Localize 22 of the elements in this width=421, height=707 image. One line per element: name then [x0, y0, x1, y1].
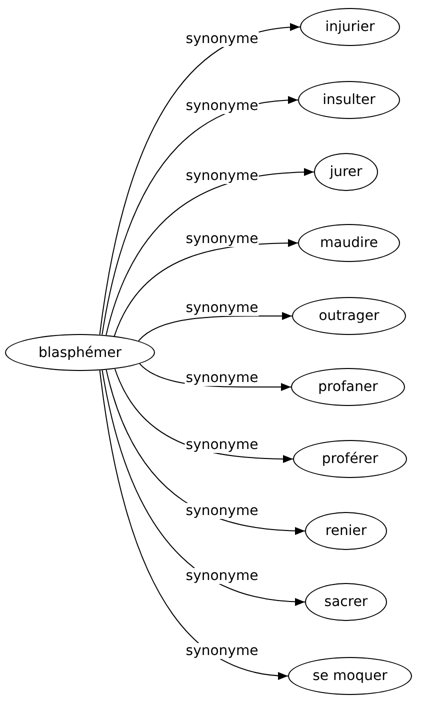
ellipse-node: profaner: [291, 368, 405, 406]
ellipse-node: outrager: [292, 297, 406, 335]
arrow: [102, 96, 298, 336]
ellipse-node: proférer: [293, 440, 407, 478]
ellipse-node: jurer: [314, 153, 378, 191]
edge-label: synonyme: [184, 568, 260, 584]
edge-label: synonyme: [184, 502, 260, 519]
edge-label: synonyme: [184, 30, 260, 47]
arrow: [99, 370, 288, 680]
arrow: [99, 24, 300, 336]
arrow: [106, 168, 314, 336]
ellipse-node: renier: [305, 512, 387, 550]
ellipse-node: sacrer: [305, 583, 387, 621]
ellipse-node: injurier: [300, 8, 400, 46]
arrow: [138, 312, 292, 342]
edge-label: synonyme: [184, 642, 260, 659]
arrow: [102, 370, 306, 606]
arrow: [114, 239, 298, 337]
ellipse-node: se moquer: [288, 657, 412, 695]
ellipse-node: blasphémer: [5, 334, 155, 371]
ellipse-node: maudire: [298, 224, 400, 262]
ellipse-node: insulter: [298, 81, 400, 119]
